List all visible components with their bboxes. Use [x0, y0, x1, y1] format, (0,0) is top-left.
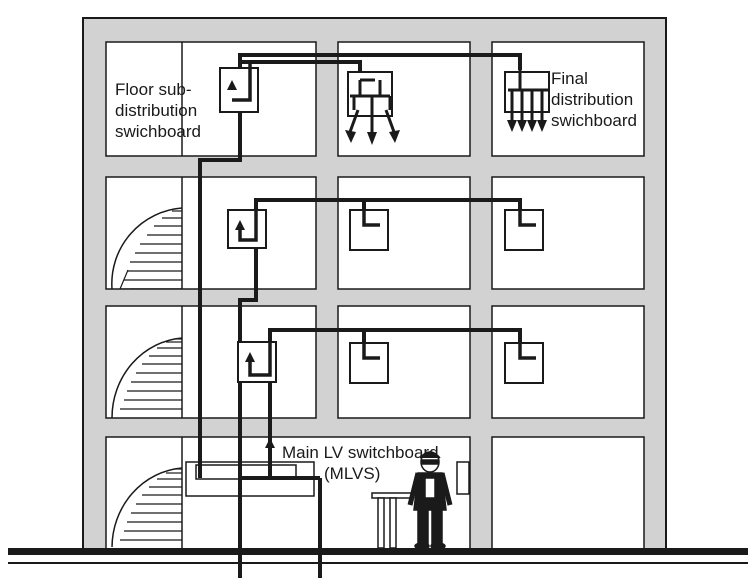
person-icon	[407, 451, 453, 550]
label-main-lv-switchboard: Main LV switchboard	[282, 443, 439, 462]
room-f2-mid	[337, 305, 471, 419]
panel-f4	[219, 67, 259, 113]
final-panels	[349, 209, 544, 384]
room-f3-left	[105, 176, 317, 290]
room-f1-right	[491, 436, 645, 551]
label-floor-sub-distribution: Floor sub- distribution swichboard	[115, 80, 201, 141]
supply-cables	[238, 476, 322, 578]
panel-f3	[227, 209, 267, 249]
final-panels-top	[345, 70, 550, 145]
wall-panel	[456, 461, 470, 495]
room-f2-left	[105, 305, 317, 419]
arrow-icon	[227, 80, 275, 448]
label-mlvs: (MLVS)	[324, 464, 381, 483]
staircase-icon	[111, 207, 182, 547]
final-panel-bars	[362, 200, 536, 360]
label-final-distribution: Final distribution swichboard	[551, 69, 637, 130]
sub-panel-inner-lines	[232, 60, 272, 377]
ground	[8, 548, 748, 564]
